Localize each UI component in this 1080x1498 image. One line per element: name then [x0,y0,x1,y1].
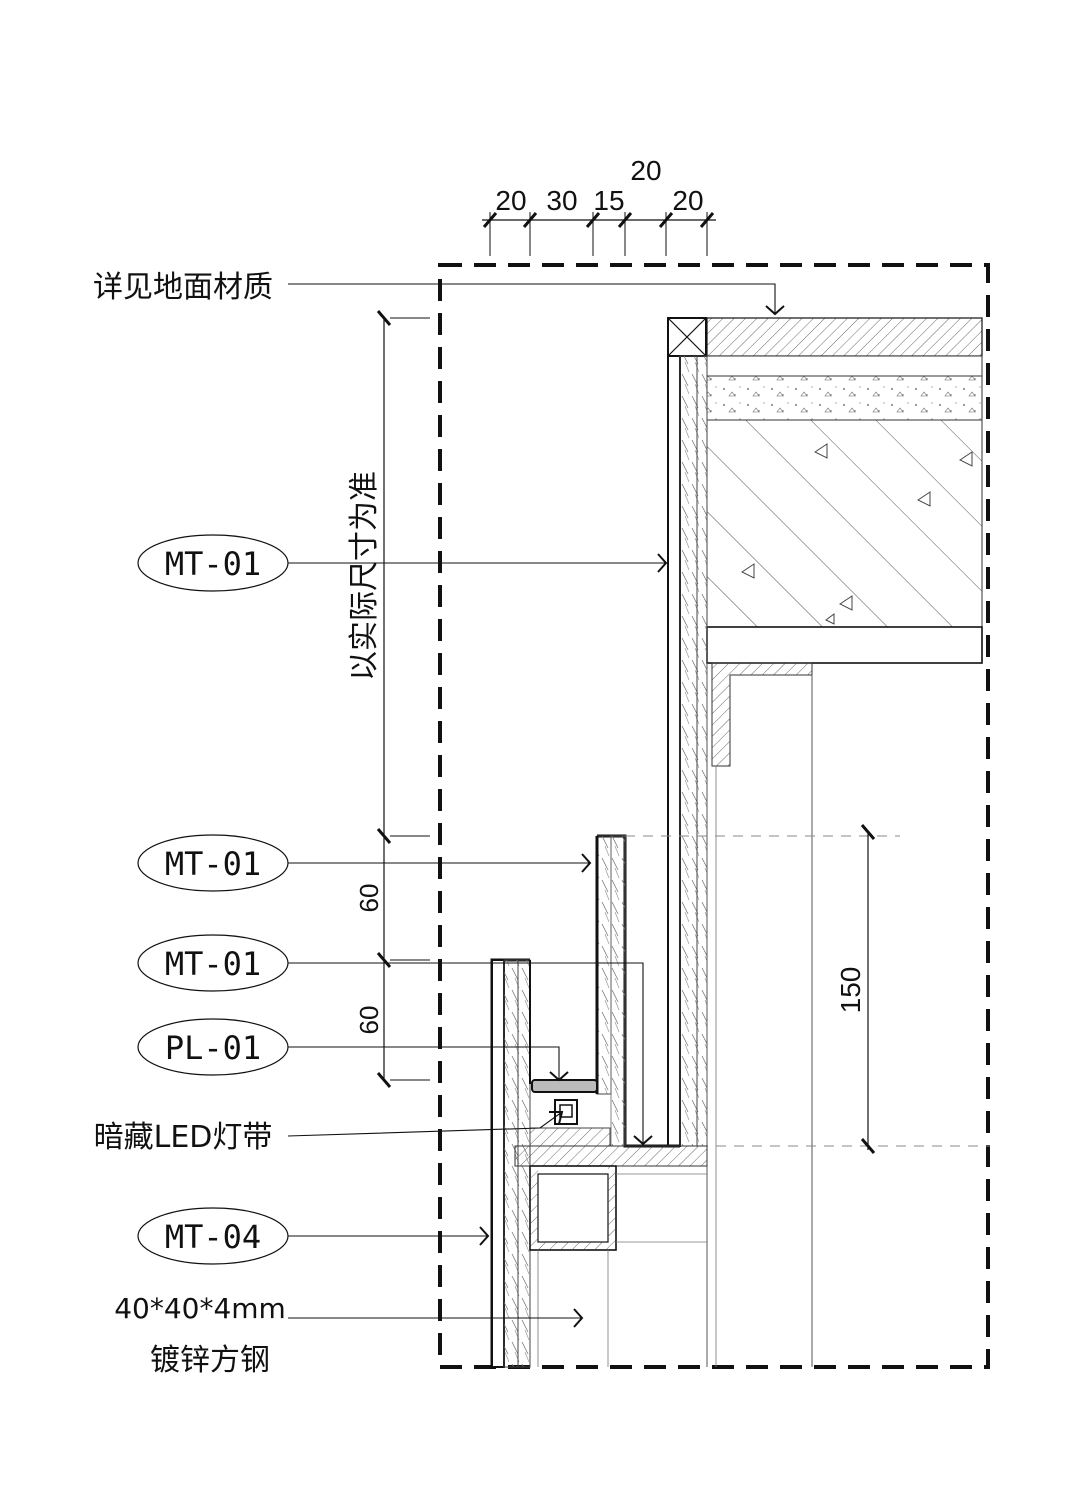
steel-name-note: 镀锌方钢 [150,1343,270,1378]
dim-top-4: 20 [672,185,703,216]
svg-text:MT-04: MT-04 [165,1218,261,1256]
acrylic-diffuser [531,1079,598,1093]
top-dimension-chain [482,212,716,256]
dim-top-1: 20 [495,185,526,216]
material-tag-mt01-b: MT-01 [137,834,289,892]
detail-boundary [438,263,990,1369]
left-dimension-chain [376,310,430,1088]
floor-layers [706,317,983,1367]
dim-top-2: 30 [546,185,577,216]
steel-beam [706,626,983,664]
base-structure [514,1145,708,1367]
led-strip-note: 暗藏LED灯带 [94,1120,273,1155]
concrete-slab [706,419,983,628]
dim-left-60-lower: 60 [354,1006,384,1035]
right-dimension [860,824,876,1154]
svg-text:MT-01: MT-01 [165,845,261,883]
dim-left-60-upper: 60 [354,884,384,913]
mid-panel [595,834,990,1148]
svg-text:MT-01: MT-01 [165,945,261,983]
floor-material-note: 详见地面材质 [93,270,273,305]
material-tag-mt01-a: MT-01 [137,534,289,592]
dim-right-150: 150 [835,967,866,1014]
dim-actual-size-note: 以实际尺寸为准 [347,471,382,681]
material-tag-mt01-c: MT-01 [137,934,289,992]
svg-text:PL-01: PL-01 [165,1029,261,1067]
dim-top-3: 15 [593,185,624,216]
material-tag-pl01: PL-01 [137,1018,289,1076]
leader-lines [287,283,785,1328]
svg-text:MT-01: MT-01 [165,545,261,583]
dim-top-stack: 20 [630,155,661,186]
steel-size-note: 40*40*4mm [114,1292,286,1325]
material-tag-mt04: MT-04 [137,1207,289,1265]
